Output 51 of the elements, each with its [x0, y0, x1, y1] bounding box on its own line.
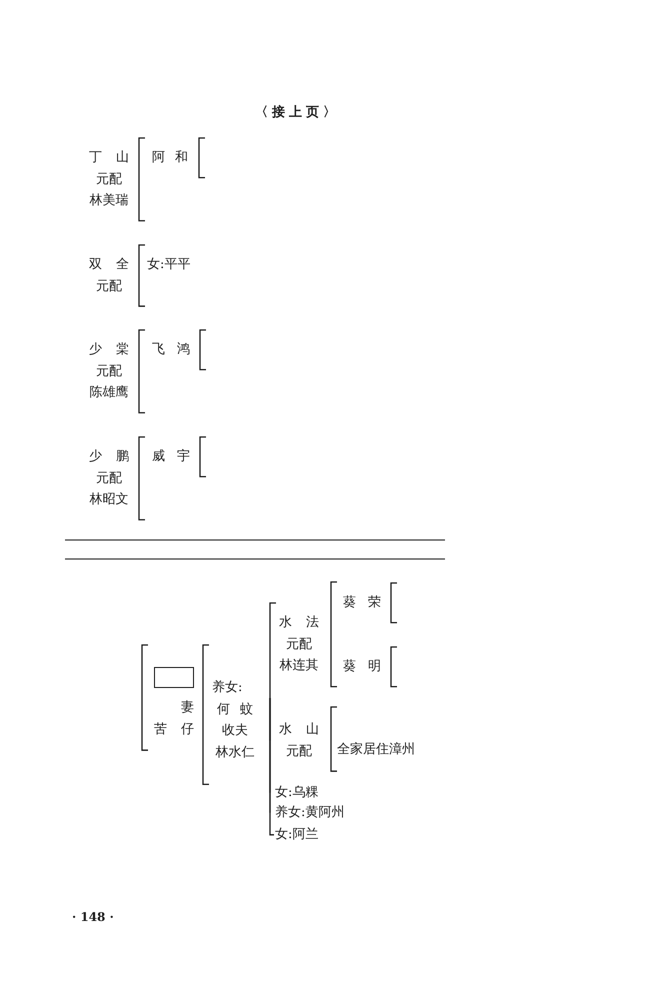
spouse-name: 林美瑞 [90, 193, 128, 209]
child-name: 女:阿兰 [275, 827, 318, 843]
relation-label: 元配 [96, 364, 122, 380]
spouse-name: 林连其 [280, 658, 318, 674]
bracket-connector [198, 137, 206, 178]
relation-label: 养女: [212, 680, 242, 696]
bracket-connector [269, 602, 277, 698]
bracket-connector [202, 644, 210, 786]
person-name: 水法 [279, 615, 319, 631]
relation-label: 元配 [96, 172, 122, 188]
bracket-connector [390, 646, 398, 688]
person-name: 何蚊 [217, 702, 253, 718]
spouse-name: 林水仁 [216, 744, 254, 760]
bracket-connector [330, 581, 338, 635]
person-name: 少棠 [89, 342, 129, 358]
spouse-name: 陈雄鹰 [90, 385, 128, 401]
continuation-heading: 〈接上页〉 [255, 105, 340, 121]
person-name: 水山 [279, 722, 319, 738]
person-name: 双全 [89, 257, 129, 273]
spouse-name: 林昭文 [90, 492, 128, 508]
bracket-connector [330, 706, 338, 772]
bracket-connector [390, 582, 398, 624]
person-name: 阿和 [152, 150, 188, 166]
empty-name-box [154, 667, 194, 688]
bracket-connector [138, 137, 146, 222]
relation-label: 元配 [286, 744, 312, 760]
bracket-connector [199, 436, 207, 478]
relation-label: 元配 [96, 470, 122, 486]
child-name: 女:平平 [147, 257, 190, 273]
bracket-connector [330, 635, 338, 688]
relation-label: 收夫 [222, 723, 248, 739]
bracket-connector [269, 698, 274, 836]
bracket-connector [138, 436, 146, 520]
child-name: 养女:黄阿州 [275, 805, 344, 821]
note-text: 全家居住漳州 [337, 742, 415, 758]
page-number: · 148 · [72, 910, 114, 925]
bracket-connector [199, 329, 207, 370]
relation-label: 元配 [96, 278, 122, 294]
person-name: 威宇 [152, 449, 190, 465]
spouse-name: 苦仔 [154, 722, 194, 738]
bracket-connector [138, 244, 146, 307]
person-name: 少鹏 [89, 449, 129, 465]
child-name: 女:乌粿 [275, 785, 318, 801]
child-name: 葵荣 [343, 595, 381, 611]
child-name: 葵明 [343, 659, 381, 675]
relation-label: 妻 [181, 700, 194, 716]
bracket-connector [141, 644, 148, 751]
person-name: 飞鸿 [152, 342, 190, 358]
relation-label: 元配 [286, 636, 312, 652]
person-name: 丁山 [89, 150, 129, 166]
bracket-connector [138, 329, 146, 414]
